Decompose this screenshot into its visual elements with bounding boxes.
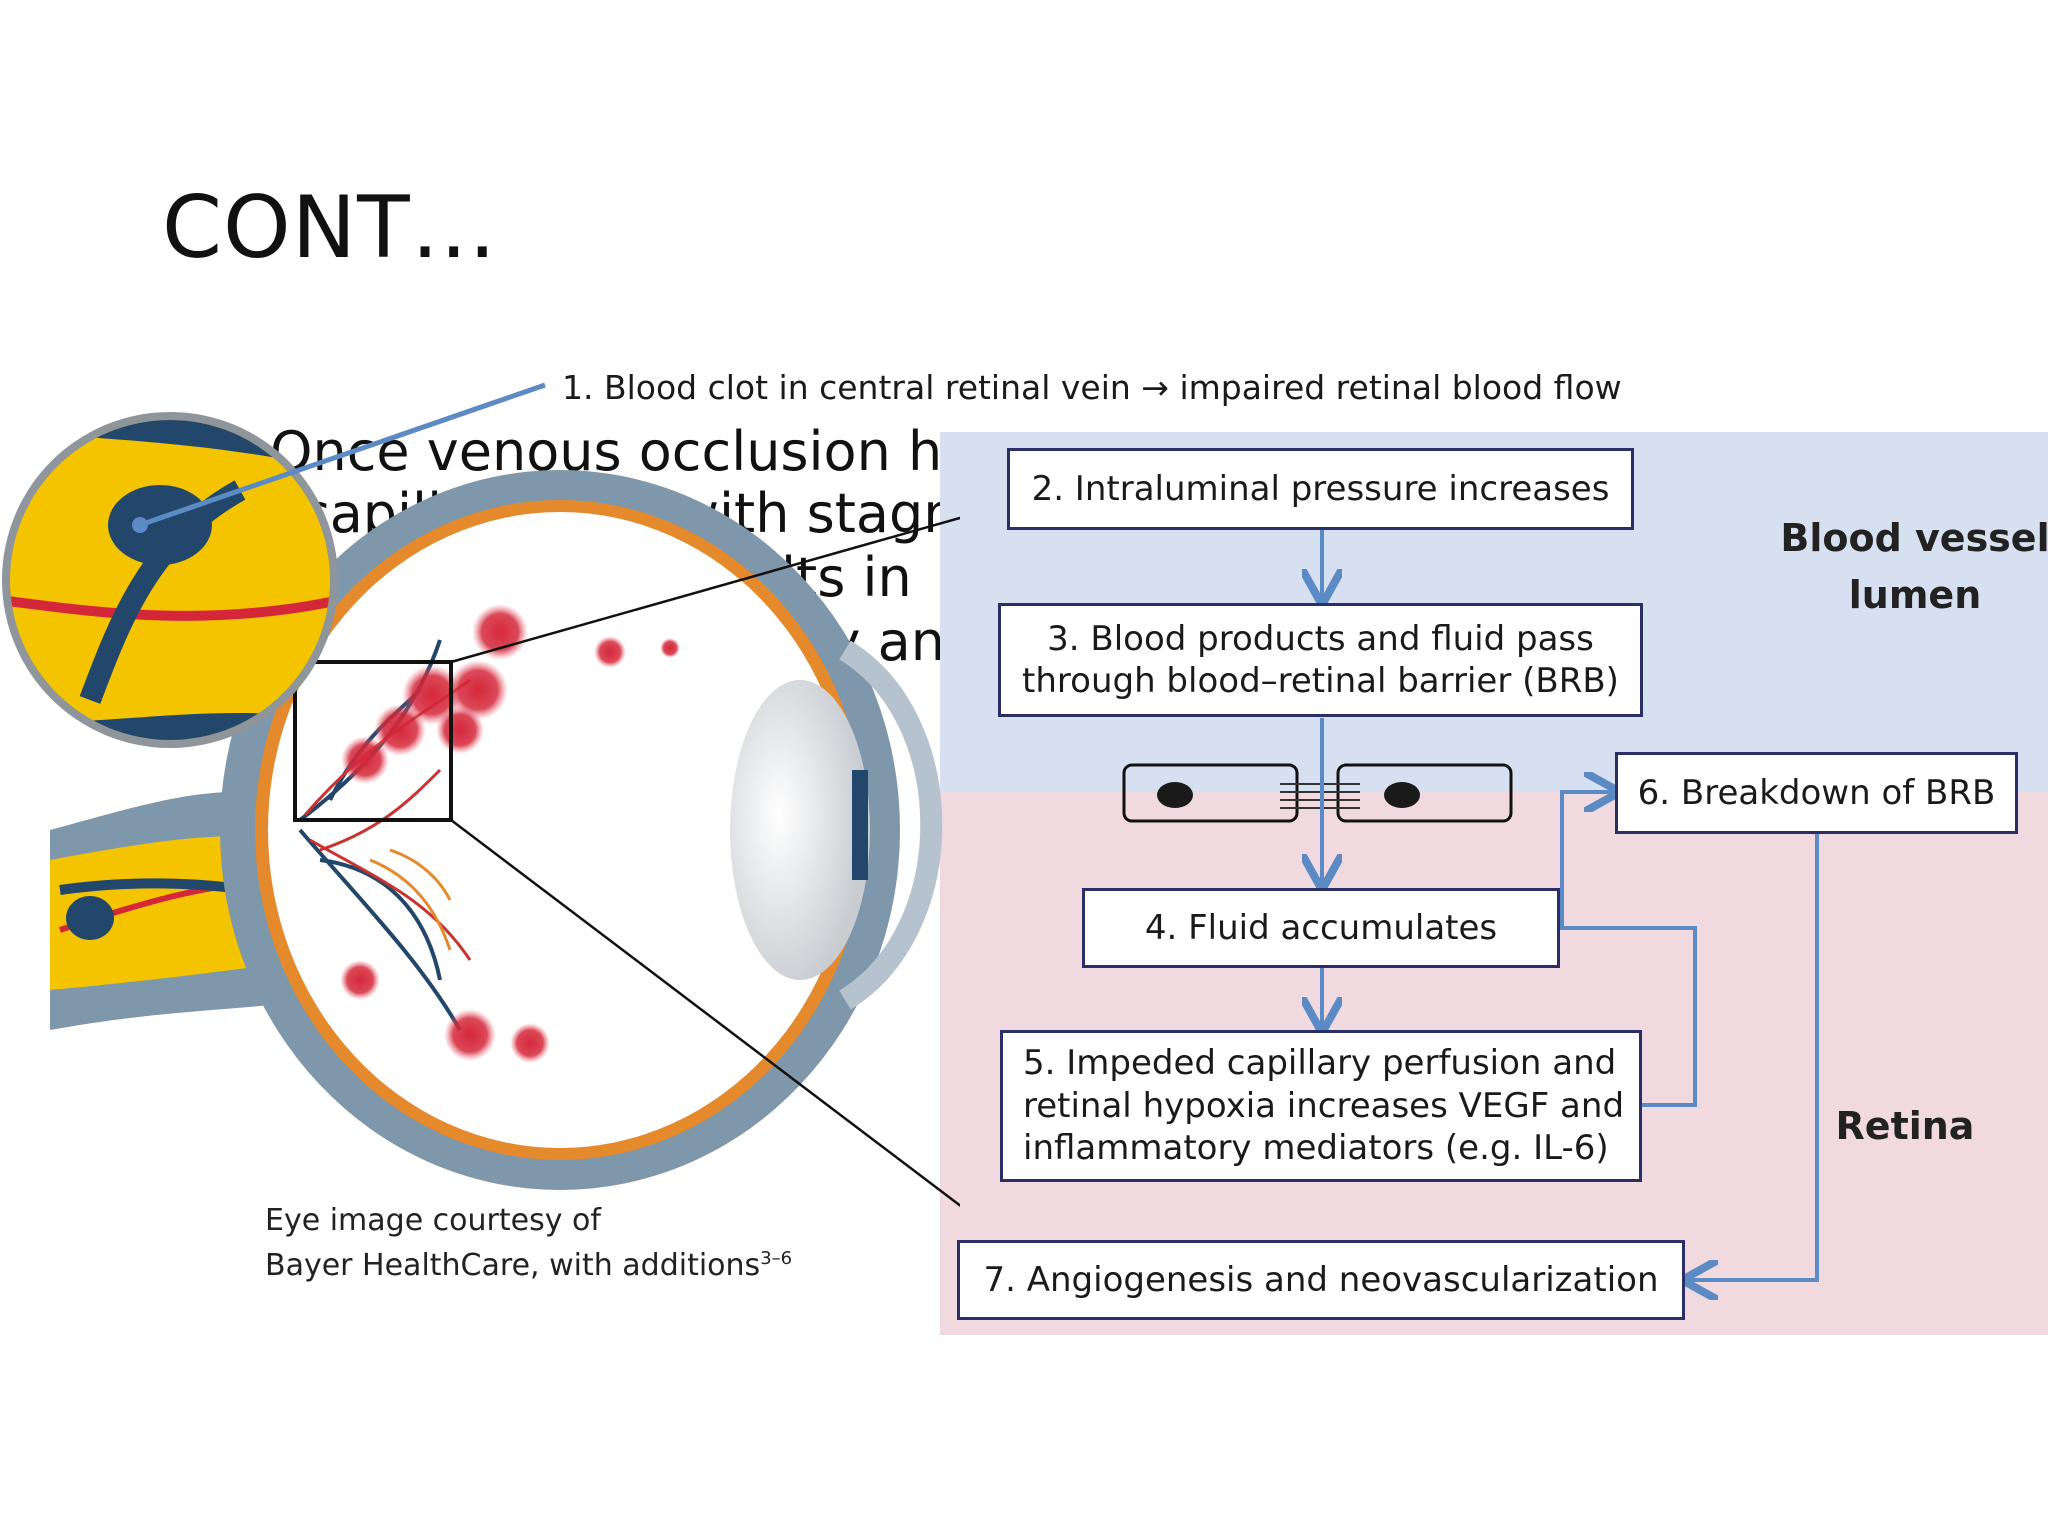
clot-in-vein — [66, 896, 114, 940]
lumen-label: Blood vessel lumen — [1780, 516, 2048, 617]
endothelial-cell-left — [1122, 763, 1299, 823]
step-7-box: 7. Angiogenesis and neovascularization — [957, 1240, 1685, 1320]
endothelial-cell-right — [1336, 763, 1513, 823]
slide-title: CONT… — [162, 178, 498, 278]
credit-line-2-text: Bayer HealthCare, with additions — [265, 1248, 761, 1283]
credit-superscript: 3–6 — [760, 1248, 793, 1269]
background-text-line-1: Once venous occlusion has occurred, the … — [270, 420, 940, 483]
credit-line-1: Eye image courtesy of — [265, 1203, 601, 1238]
image-credit: Eye image courtesy of Bayer HealthCare, … — [265, 1198, 792, 1288]
step-2-box: 2. Intraluminal pressure increases — [1007, 448, 1634, 530]
step-5-box: 5. Impeded capillary perfusion and retin… — [1000, 1030, 1642, 1182]
eye-illustration — [2, 382, 960, 1208]
step-4-box: 4. Fluid accumulates — [1082, 888, 1560, 968]
credit-line-2: Bayer HealthCare, with additions3–6 — [265, 1243, 792, 1288]
step-3-box: 3. Blood products and fluid pass through… — [998, 603, 1643, 717]
zoom-box — [293, 660, 453, 822]
lens — [730, 680, 870, 980]
step-6-box: 6. Breakdown of BRB — [1615, 752, 2018, 834]
retina-label: Retina — [1835, 1104, 1975, 1148]
annotation-blood-clot: 1. Blood clot in central retinal vein → … — [562, 368, 1622, 407]
